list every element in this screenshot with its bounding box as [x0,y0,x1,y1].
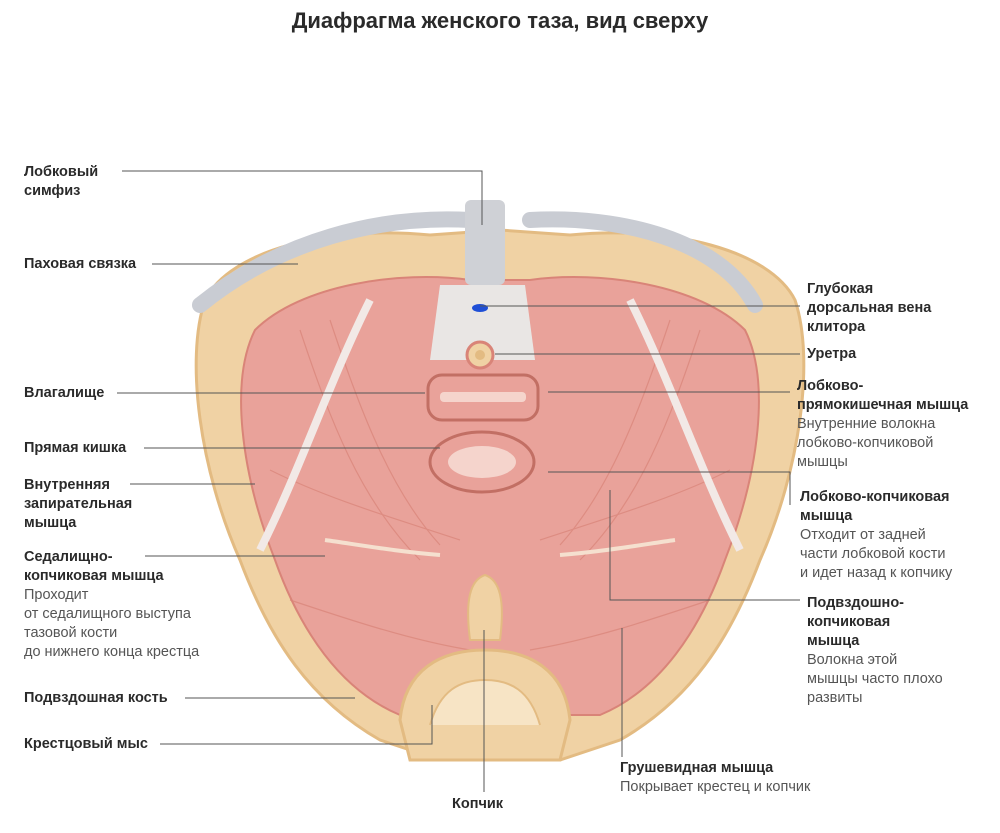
label-pubic-symphysis: Лобковый симфиз [24,164,99,199]
label-rectum: Прямая кишка [24,440,127,456]
pubic-symphysis-shape [465,200,505,285]
label-vagina: Влагалище [24,385,105,401]
label-deep-dorsal-vein: Глубокая дорсальная вена клитора [807,281,932,335]
label-obturator-internus: Внутренняя запирательная мышца [24,477,133,531]
label-sacral-promontory: Крестцовый мыс [24,736,148,752]
label-piriformis: Грушевидная мышца Покрывает крестец и ко… [620,760,811,795]
coccyx-shape [467,573,503,641]
page-title: Диафрагма женского таза, вид сверху [291,8,709,33]
label-urethra: Уретра [807,346,857,362]
deep-dorsal-vein-shape [472,304,488,312]
label-inguinal-ligament: Паховая связка [24,256,137,272]
label-iliococcygeus: Подвздошно- копчиковая мышца Волокна это… [807,595,943,706]
label-coccyx: Копчик [452,796,504,812]
label-ilium: Подвздошная кость [24,690,168,706]
label-pubococcygeus: Лобково-копчиковая мышца Отходит от задн… [800,489,953,581]
label-coccygeus: Седалищно- копчиковая мышца Проходит от … [24,549,200,660]
label-puborectalis: Лобково- прямокишечная мышца Внутренние … [797,378,969,470]
inguinal-ligament-band [192,211,763,313]
